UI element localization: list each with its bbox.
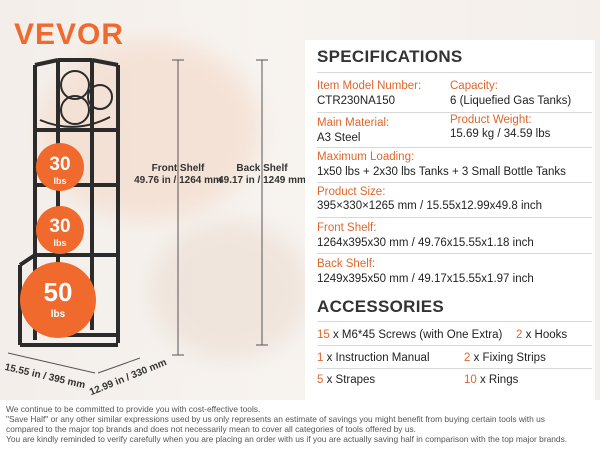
width-dimension-line bbox=[7, 352, 96, 374]
item-model-value: CTR230NA150 bbox=[317, 95, 395, 107]
brand-logo: VEVOR bbox=[14, 18, 125, 51]
back-shelf-label: Back Shelf: bbox=[317, 258, 376, 270]
accessory-qty: 10 bbox=[464, 374, 477, 386]
disclaimer-line: compared to the major top brands and doe… bbox=[6, 424, 416, 434]
accessory-text: x Instruction Manual bbox=[323, 352, 430, 364]
product-weight-value: 15.69 kg / 34.59 lbs bbox=[450, 128, 551, 140]
accessory-item: 2 x Hooks bbox=[516, 329, 567, 341]
accessory-item: 5 x Strapes bbox=[317, 374, 375, 386]
propane-tank-30-middle: 30 lbs bbox=[36, 206, 84, 254]
divider bbox=[317, 321, 592, 322]
disclaimer-line: You are kindly reminded to verify carefu… bbox=[6, 434, 568, 444]
disclaimer-line: "Save Half" or any other similar express… bbox=[6, 414, 545, 424]
front-shelf-dimension-title: Front Shelf bbox=[151, 163, 205, 174]
disclaimer-line: We continue to be committed to provide y… bbox=[6, 404, 261, 414]
accessory-text: x M6*45 Screws (with One Extra) bbox=[329, 329, 503, 341]
propane-tank-50: 50 lbs bbox=[20, 262, 96, 338]
accessory-item: 2 x Fixing Strips bbox=[464, 352, 546, 364]
front-shelf-value: 1264x395x30 mm / 49.76x15.55x1.18 inch bbox=[317, 237, 534, 249]
accessory-text: x Strapes bbox=[323, 374, 376, 386]
small-bottle-rings bbox=[39, 70, 113, 128]
front-shelf-dimension: Front Shelf 49.76 in / 1264 mm bbox=[128, 163, 228, 187]
propane-tank-30-top: 30 lbs bbox=[36, 143, 84, 191]
tank-unit-label: lbs bbox=[51, 309, 66, 320]
accessory-qty: 5 bbox=[317, 374, 324, 386]
back-shelf-dimension-title: Back Shelf bbox=[236, 163, 288, 174]
accessory-qty: 1 bbox=[317, 352, 324, 364]
back-shelf-value: 1249x395x50 mm / 49.17x15.55x1.97 inch bbox=[317, 273, 534, 285]
front-shelf-dimension-line bbox=[172, 59, 184, 356]
product-size-value: 395×330×1265 mm / 15.55x12.99x49.8 inch bbox=[317, 200, 543, 212]
accessory-qty: 2 bbox=[464, 352, 471, 364]
product-size-label: Product Size: bbox=[317, 186, 386, 198]
accessory-item: 1 x Instruction Manual bbox=[317, 352, 430, 364]
back-shelf-dimension-value: 49.17 in / 1249 mm bbox=[218, 175, 306, 186]
product-weight-label: Product Weight: bbox=[450, 114, 532, 126]
accessory-qty: 2 bbox=[516, 329, 523, 341]
divider bbox=[317, 182, 592, 183]
specifications-heading: SPECIFICATIONS bbox=[317, 47, 463, 66]
front-shelf-dimension-value: 49.76 in / 1264 mm bbox=[134, 175, 222, 186]
accessory-item: 10 x Rings bbox=[464, 374, 518, 386]
divider bbox=[317, 253, 592, 254]
tank-weight-label: 50 bbox=[44, 277, 73, 307]
divider bbox=[317, 368, 592, 369]
divider bbox=[317, 72, 592, 73]
accessory-qty: 15 bbox=[317, 329, 330, 341]
accessory-text: x Hooks bbox=[522, 329, 568, 341]
maximum-loading-value: 1x50 lbs + 2x30 lbs Tanks + 3 Small Bott… bbox=[317, 166, 566, 178]
main-material-label: Main Material: bbox=[317, 117, 390, 129]
accessories-heading: ACCESSORIES bbox=[317, 297, 445, 316]
accessory-item: 15 x M6*45 Screws (with One Extra) bbox=[317, 329, 502, 341]
main-material-value: A3 Steel bbox=[317, 132, 361, 144]
tank-unit-label: lbs bbox=[53, 176, 66, 186]
depth-dimension-line bbox=[97, 357, 141, 374]
divider bbox=[317, 147, 592, 148]
specifications-panel bbox=[305, 40, 595, 400]
item-model-label: Item Model Number: bbox=[317, 80, 422, 92]
maximum-loading-label: Maximum Loading: bbox=[317, 151, 415, 163]
tank-weight-label: 30 bbox=[49, 216, 70, 237]
capacity-label: Capacity: bbox=[450, 80, 498, 92]
divider bbox=[317, 112, 592, 113]
accessory-text: x Rings bbox=[476, 374, 519, 386]
accessory-text: x Fixing Strips bbox=[470, 352, 546, 364]
divider bbox=[317, 217, 592, 218]
tank-weight-label: 30 bbox=[49, 154, 70, 175]
background-blur bbox=[150, 220, 310, 360]
front-shelf-label: Front Shelf: bbox=[317, 222, 377, 234]
divider bbox=[317, 345, 592, 346]
back-shelf-dimension: Back Shelf 49.17 in / 1249 mm bbox=[212, 163, 312, 187]
product-diagram: 30 lbs 30 lbs 50 lbs bbox=[7, 58, 268, 374]
tank-unit-label: lbs bbox=[53, 238, 66, 248]
capacity-value: 6 (Liquefied Gas Tanks) bbox=[450, 95, 572, 107]
back-shelf-dimension-line bbox=[256, 59, 268, 346]
